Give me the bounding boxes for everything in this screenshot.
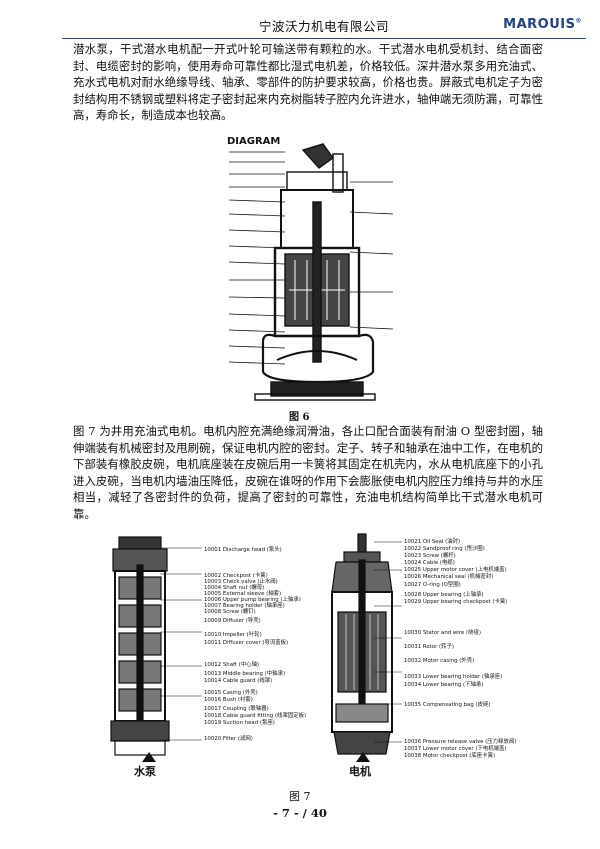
pump-part-label: 10017 Coupling (联轴器) <box>204 704 269 712</box>
pump-part-label: 10005 External sleeve (轴套) <box>204 589 281 597</box>
figure6-caption: 图 6 <box>289 412 310 423</box>
header-divider <box>62 38 586 39</box>
pump-part-label: 10014 Cable guard (线罩) <box>204 676 272 684</box>
figure7-pump-diagram <box>110 536 170 756</box>
pump-part-label: 10010 Impeller (叶轮) <box>204 630 262 638</box>
motor-part-label: 10029 Upper bearing checkpost (卡簧) <box>404 597 507 605</box>
pump-part-label: 10002 Checkpost (卡簧) <box>204 571 268 579</box>
svg-text:水泵: 水泵 <box>134 764 156 778</box>
paragraph-motor-types: 潜水泵，干式潜水电机配一开式叶轮可输送带有颗粒的水。干式潜水电机受机封、结合面密… <box>73 42 543 122</box>
pump-part-label: 10007 Bearing holder (轴承座) <box>204 601 285 609</box>
figure7-pump-parts-list: 10001 Discharge head (泵头) 10002 Checkpos… <box>160 545 306 742</box>
motor-part-label: 10028 Upper bearing (上轴承) <box>404 590 484 598</box>
pump-part-label: 10012 Shaft (中心轴) <box>204 660 259 668</box>
motor-part-label: 10021 Oil Seal (油封) <box>404 537 460 545</box>
motor-part-label: 10023 Screw (螺杆) <box>404 551 456 559</box>
motor-part-label: 10026 Mechanical seal (机械密封) <box>404 572 493 580</box>
motor-part-label: 10025 Upper motor cover (上电机端盖) <box>404 565 507 573</box>
motor-part-label: 10024 Cable (电缆) <box>404 558 455 566</box>
brand-logo: MAROUIS® <box>503 17 582 32</box>
motor-part-label: 10034 Lower bearing (下轴承) <box>404 680 483 688</box>
figure7-motor-diagram <box>331 533 393 755</box>
figure7-caption: 图 7 <box>289 790 311 803</box>
pump-part-label: 10011 Diffuser cover (导流盖板) <box>204 638 288 646</box>
pump-part-label: 10009 Diffuser (导壳) <box>204 616 261 624</box>
motor-part-label: 10027 O-ring (O型圈) <box>404 580 461 588</box>
motor-part-label: 10035 Compensating bag (皮碗) <box>404 700 490 708</box>
motor-part-label: 10037 Lower motor cover (下电机端盖) <box>404 744 506 752</box>
company-name: 宁波沃力机电有限公司 <box>258 19 389 34</box>
motor-part-label: 10036 Pressure release valve (压力释放阀) <box>404 737 516 745</box>
pump-part-label: 10013 Middle bearing (中轴承) <box>204 669 285 677</box>
motor-part-label: 10032 Motor casing (外壳) <box>404 656 474 664</box>
motor-part-label: 10033 Lower bearing holder (轴承座) <box>404 672 502 680</box>
motor-part-label: 10038 Motor checkpost (底座卡簧) <box>404 751 495 759</box>
page-header: 宁波沃力机电有限公司 MAROUIS® <box>62 6 586 40</box>
paragraph-oil-filled-motor: 图 7 为井用充油式电机。电机内腔充满绝缘润滑油，各止口配合面装有耐油 O 型密… <box>73 424 543 521</box>
pump-part-label: 10015 Casing (外壳) <box>204 688 258 696</box>
pump-part-label: 10004 Shaft nut (螺母) <box>204 583 264 591</box>
pump-part-label: 10019 Suction head (泵座) <box>204 718 275 726</box>
motor-part-label: 10022 Sandproof ring (甩沙圈) <box>404 545 485 552</box>
figure7-pump-arrow <box>142 752 156 762</box>
pump-part-label: 10003 Check valve (止水阀) <box>204 577 278 585</box>
figure7-motor-parts-list: 10021 Oil Seal (油封) 10022 Sandproof ring… <box>374 537 516 759</box>
brand-logo-text: MAROUIS <box>503 17 576 32</box>
pump-part-label: 10001 Discharge head (泵头) <box>204 545 282 553</box>
figure6-pump-section-diagram <box>228 143 394 401</box>
pump-part-label: 10020 Filter (滤网) <box>204 734 253 742</box>
figure7-motor-label: 电机 <box>349 764 371 778</box>
pump-part-label: 10016 Bush (衬套) <box>204 695 253 703</box>
pump-part-label: 10006 Upper pump bearing (上轴承) <box>204 595 301 603</box>
figure7-pump-label: 水泵 <box>134 764 156 778</box>
figure6-heading: DIAGRAM <box>227 136 281 147</box>
page-number: - 7 - / 40 <box>273 806 327 820</box>
svg-text:电机: 电机 <box>349 764 371 778</box>
pump-part-label: 10008 Screw (螺钉) <box>204 607 256 615</box>
pump-part-label: 10018 Cable guard fitting (线罩固定板) <box>204 711 306 719</box>
motor-part-label: 10030 Stator and wire (绕组) <box>404 628 481 636</box>
motor-part-label: 10031 Rotor (转子) <box>404 642 454 650</box>
figure7-motor-arrow <box>356 752 370 762</box>
